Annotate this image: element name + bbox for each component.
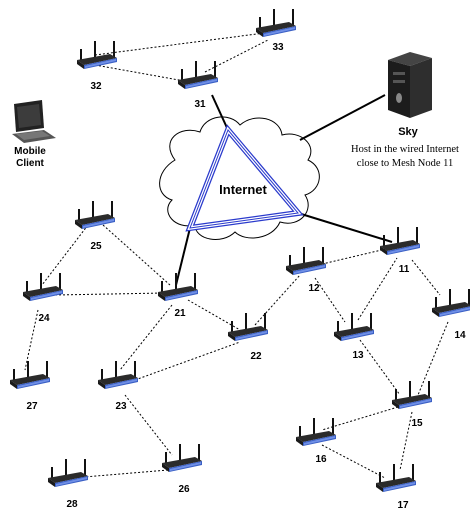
link-25-21 [102, 224, 171, 286]
router-icon [392, 381, 432, 409]
link-26-28 [71, 469, 169, 479]
wired-link-inet-31 [211, 94, 229, 131]
link-13-11 [357, 257, 398, 321]
router-icon [334, 313, 374, 341]
link-15-16 [321, 406, 399, 431]
node-label-15: 15 [411, 418, 423, 429]
wired-link-inet-21 [175, 227, 191, 286]
wired-links [175, 94, 393, 286]
node-label-25: 25 [90, 241, 102, 252]
node-label-27: 27 [26, 401, 38, 412]
link-14-15 [417, 321, 449, 396]
node-label-32: 32 [90, 81, 102, 92]
link-24-27 [24, 309, 39, 371]
link-16-17 [321, 444, 386, 479]
link-12-11 [317, 247, 391, 266]
link-21-23 [119, 304, 173, 371]
link-22-12 [254, 274, 301, 326]
node-label-11: 11 [399, 264, 410, 275]
router-icon [286, 247, 326, 275]
link-23-26 [124, 394, 173, 456]
link-12-13 [314, 277, 346, 323]
link-11-14 [411, 259, 441, 296]
node-label-17: 17 [397, 500, 409, 511]
link-24-21 [54, 292, 166, 296]
node-label-23: 23 [115, 401, 127, 412]
node-label-14: 14 [454, 330, 466, 341]
router-icon [10, 361, 50, 389]
router-icon [98, 361, 138, 389]
node-label-13: 13 [352, 350, 364, 361]
node-labels: 33 32 31 25 24 21 22 27 23 26 28 12 11 1… [26, 42, 466, 511]
wired-link-inet-11 [297, 212, 393, 243]
server-note-line1: Host in the wired Internet [351, 144, 459, 155]
node-label-12: 12 [308, 283, 320, 294]
node-label-28: 28 [66, 499, 78, 510]
router-icon [162, 444, 202, 472]
link-15-17 [399, 411, 413, 471]
router-icon [178, 61, 218, 89]
router-icon [48, 459, 88, 487]
node-label-24: 24 [38, 313, 50, 324]
server-note-line2: close to Mesh Node 11 [357, 158, 453, 169]
router-icon [256, 9, 296, 37]
node-label-21: 21 [174, 308, 186, 319]
server-icon [388, 52, 432, 118]
link-25-24 [41, 224, 89, 286]
laptop-icon [12, 100, 56, 143]
link-23-22 [134, 341, 241, 381]
mobile-client-label-line1: Mobile [14, 146, 46, 157]
node-label-31: 31 [194, 99, 206, 110]
internet-label: Internet [219, 182, 267, 197]
link-32-31 [94, 64, 191, 83]
node-label-26: 26 [178, 484, 190, 495]
router-icon [296, 418, 336, 446]
node-label-33: 33 [272, 42, 284, 53]
router-icon [23, 273, 63, 301]
router-icon [432, 289, 470, 317]
link-13-15 [359, 339, 401, 396]
node-label-22: 22 [250, 351, 262, 362]
router-icon [75, 201, 115, 229]
mobile-client-label-line2: Client [16, 158, 44, 169]
node-label-16: 16 [315, 454, 327, 465]
internet-triangle [185, 124, 304, 232]
link-32-33 [94, 31, 273, 56]
wireless-links [24, 31, 449, 479]
wired-link-inet-sky [299, 94, 386, 141]
server-label: Sky [398, 126, 418, 138]
router-icon [376, 464, 416, 492]
